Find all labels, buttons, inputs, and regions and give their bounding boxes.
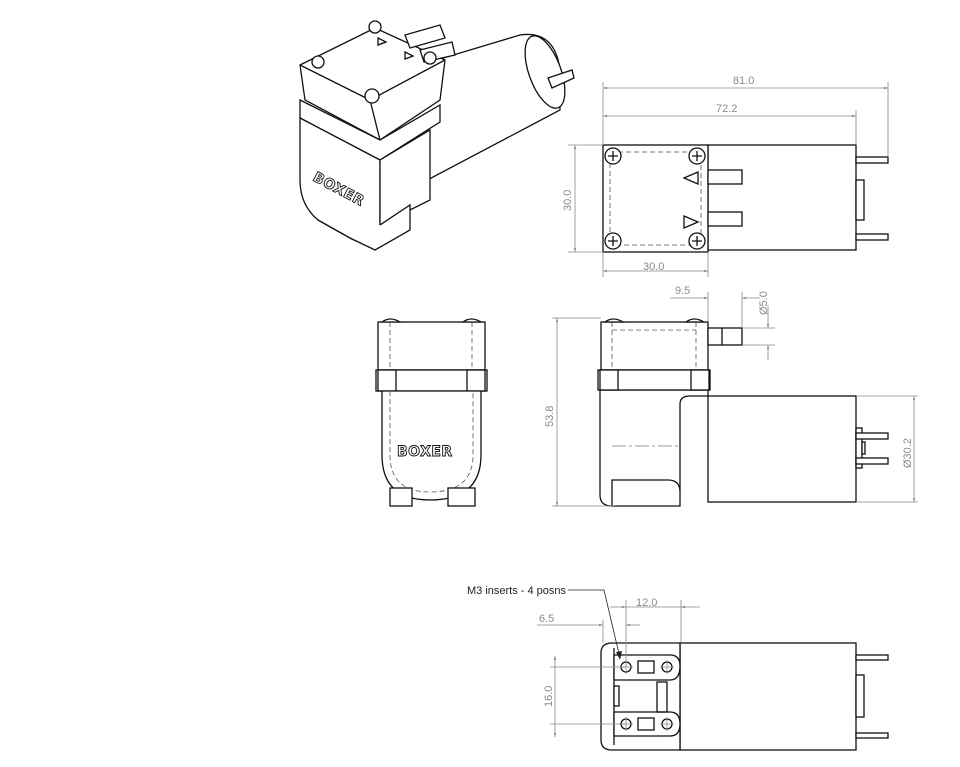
dim-motor-diameter: Ø30.2 [902, 438, 914, 468]
dim-hole-spacing-y: 16.0 [543, 686, 555, 707]
dim-hole-spacing-x: 12.0 [636, 597, 657, 609]
front-view: BOXER [375, 318, 488, 507]
dim-port-diameter: Ø5.0 [758, 291, 770, 315]
screw-icons [604, 147, 706, 250]
bottom-view: M3 inserts - 4 posns 12.0 6.5 16.0 [467, 585, 889, 751]
brand-logo-front: BOXER [397, 444, 453, 460]
dim-head-width: 30.0 [643, 261, 664, 273]
note-m3-inserts: M3 inserts - 4 posns [467, 585, 567, 597]
top-view: 81.0 72.2 30.0 30.0 [562, 75, 889, 277]
dim-port-offset: 9.5 [675, 285, 690, 297]
dim-overall-length: 81.0 [733, 75, 754, 87]
dim-motor-length: 72.2 [716, 103, 737, 115]
dim-total-height: 53.8 [544, 406, 556, 427]
side-view: 9.5 Ø5.0 53.8 Ø30.2 [544, 285, 918, 507]
dim-head-height: 30.0 [562, 190, 574, 211]
dim-hole-offset: 6.5 [539, 613, 554, 625]
isometric-view: BOXER [299, 20, 575, 251]
